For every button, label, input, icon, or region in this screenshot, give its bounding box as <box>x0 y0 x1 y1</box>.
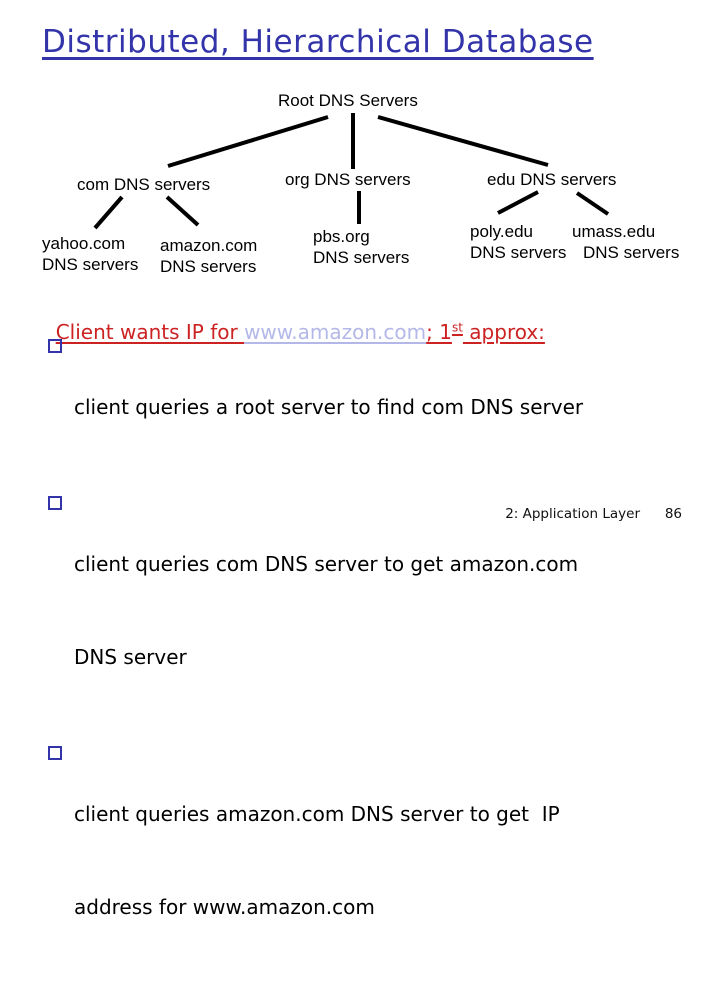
leaf-caption: DNS servers <box>583 243 680 262</box>
leaf-domain: poly.edu <box>470 222 534 241</box>
footer-section-label: 2: Application Layer <box>505 506 640 522</box>
leaf-domain: pbs.org <box>313 227 370 246</box>
leaf-caption: DNS servers <box>470 243 567 262</box>
tree-leaf-pbs: pbs.org DNS servers <box>313 226 409 268</box>
bullet-square-icon <box>48 339 62 353</box>
dns-tree-connector-lines <box>93 113 610 230</box>
bullet-list: client queries a root server to find com… <box>48 330 678 987</box>
leaf-domain: umass.edu <box>572 222 656 241</box>
statement-prefix: Client wants IP for <box>55 320 245 344</box>
leaf-caption: DNS servers <box>313 248 410 267</box>
bullet-item: client queries amazon.com DNS server to … <box>48 737 678 985</box>
bullet-text: client queries amazon.com DNS server to … <box>74 737 560 985</box>
bullet-line: client queries com DNS server to get ama… <box>74 552 579 576</box>
tree-leaf-umass: umass.edu DNS servers <box>572 221 679 263</box>
bullet-item: client queries a root server to find com… <box>48 330 678 485</box>
bullet-line: client queries amazon.com DNS server to … <box>74 802 560 826</box>
tree-leaf-yahoo: yahoo.com DNS servers <box>42 233 138 275</box>
tree-node-com: com DNS servers <box>77 175 211 194</box>
tree-node-edu: edu DNS servers <box>487 170 617 189</box>
statement-suffix: approx: <box>462 320 545 344</box>
leaf-caption: DNS servers <box>160 257 257 276</box>
slide-title: Distributed, Hierarchical Database <box>42 24 594 60</box>
bullet-text: client queries com DNS server to get ama… <box>74 487 578 735</box>
bullet-square-icon <box>48 746 62 760</box>
bullet-item: client queries com DNS server to get ama… <box>48 487 678 735</box>
footer-page-number: 86 <box>664 506 682 522</box>
bullet-line: DNS server <box>74 645 187 669</box>
statement-ordinal-sup: st <box>451 320 463 335</box>
tree-node-root: Root DNS Servers <box>278 91 418 110</box>
statement-mid: ; 1 <box>426 320 452 344</box>
tree-leaf-poly: poly.edu DNS servers <box>470 221 566 263</box>
bullet-line: address for www.amazon.com <box>74 895 375 919</box>
bullet-line: client queries a root server to find com… <box>74 395 584 419</box>
tree-leaf-amazon: amazon.com DNS servers <box>160 235 257 277</box>
statement-url: www.amazon.com <box>244 320 427 344</box>
leaf-domain: yahoo.com <box>42 234 126 253</box>
bullet-text: client queries a root server to find com… <box>74 330 583 485</box>
bullet-square-icon <box>48 496 62 510</box>
tree-node-org: org DNS servers <box>285 170 411 189</box>
leaf-domain: amazon.com <box>160 236 258 255</box>
leaf-caption: DNS servers <box>42 255 139 274</box>
statement-heading: Client wants IP for www.amazon.com; 1st … <box>43 296 545 344</box>
